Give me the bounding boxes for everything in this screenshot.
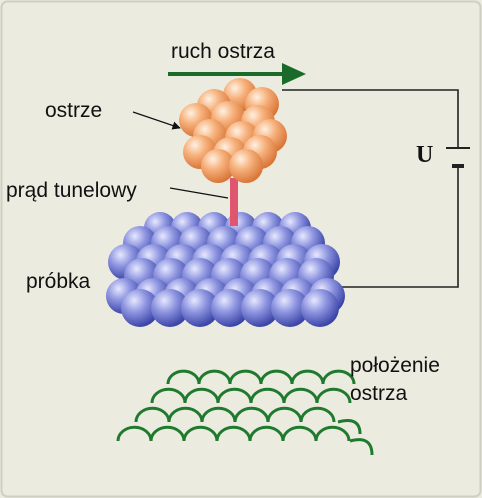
sample-atom [151, 289, 189, 327]
voltage-label: U [416, 142, 433, 168]
sample-atom [121, 289, 159, 327]
position-label-line1: położenie [350, 354, 440, 377]
tip-atom [201, 149, 235, 183]
motion-arrow-head [282, 63, 306, 85]
tip-label: ostrze [45, 99, 102, 122]
trace-line [337, 419, 362, 435]
tip-pointer [132, 111, 181, 130]
circuit-wire-top [282, 89, 459, 140]
tip-position-trace [116, 369, 374, 456]
sample-atom [211, 289, 249, 327]
current-label: prąd tunelowy [6, 179, 137, 202]
circuit-wire-bottom [330, 170, 459, 288]
current-pointer [169, 187, 229, 199]
sample-label: próbka [26, 270, 91, 293]
sample-atoms [106, 212, 345, 327]
tunneling-current-channel [230, 178, 238, 226]
tip-atoms [179, 78, 287, 183]
trace-line [349, 438, 374, 456]
sample-atom [241, 289, 279, 327]
sample-atom [271, 289, 309, 327]
trace-line [134, 406, 336, 423]
sample-atom [301, 289, 339, 327]
trace-line [150, 387, 352, 404]
trace-line [166, 369, 356, 385]
sample-atom [181, 289, 219, 327]
position-label-line2: ostrza [350, 382, 408, 405]
trace-line [116, 425, 351, 442]
motion-label: ruch ostrza [171, 40, 275, 63]
tip-atom [229, 149, 263, 183]
